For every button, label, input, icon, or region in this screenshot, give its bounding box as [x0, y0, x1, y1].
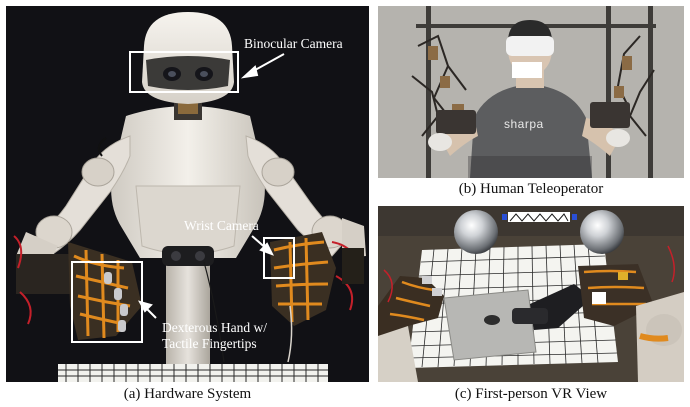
teleoperator-photo: [378, 6, 684, 178]
vr-view-photo: [378, 206, 684, 382]
robot-pole: [166, 258, 210, 364]
caption-hardware-system: (a) Hardware System: [123, 386, 252, 402]
robot-photo: [6, 6, 369, 382]
grid-mat: [58, 364, 328, 382]
dexterous-hand-label-line2: Tactile Fingertips: [162, 336, 257, 351]
vr-marker-strip: [508, 212, 570, 222]
vr-left-hand: [378, 276, 444, 382]
panel-human-teleoperator: [378, 6, 684, 178]
panel-hardware-system: [6, 6, 369, 382]
vr-headset: [506, 36, 554, 56]
vr-sphere-right: [580, 210, 624, 254]
chest-sensor: [162, 246, 214, 266]
robot-left-hand: [13, 235, 142, 340]
robot-left-arm: [16, 135, 131, 268]
vr-sphere-left: [454, 210, 498, 254]
dexterous-hand-label: Dexterous Hand w/ Tactile Fingertips: [162, 320, 267, 352]
caption-first-person-vr-view: (c) First-person VR View: [454, 386, 608, 402]
face-blur: [512, 62, 542, 78]
teleoperator-body: [470, 84, 592, 178]
vr-right-hand: [512, 264, 684, 382]
shirt-text: sharpa: [504, 117, 544, 131]
dexterous-hand-label-line1: Dexterous Hand w/: [162, 320, 267, 335]
robot-right-hand: [270, 232, 364, 326]
wrist-camera-box: [263, 237, 295, 279]
binocular-camera-box: [129, 51, 239, 93]
robot-right-arm: [245, 135, 366, 258]
wrist-arrowhead: [259, 242, 275, 256]
dexterous-arrowhead: [137, 300, 153, 313]
binocular-camera-label: Binocular Camera: [244, 36, 343, 51]
wrist-camera-label: Wrist Camera: [184, 218, 259, 233]
panel-first-person-vr-view: [378, 206, 684, 382]
binocular-arrowhead: [240, 65, 259, 79]
caption-human-teleoperator: (b) Human Teleoperator: [458, 181, 604, 197]
vr-board: [443, 289, 537, 361]
